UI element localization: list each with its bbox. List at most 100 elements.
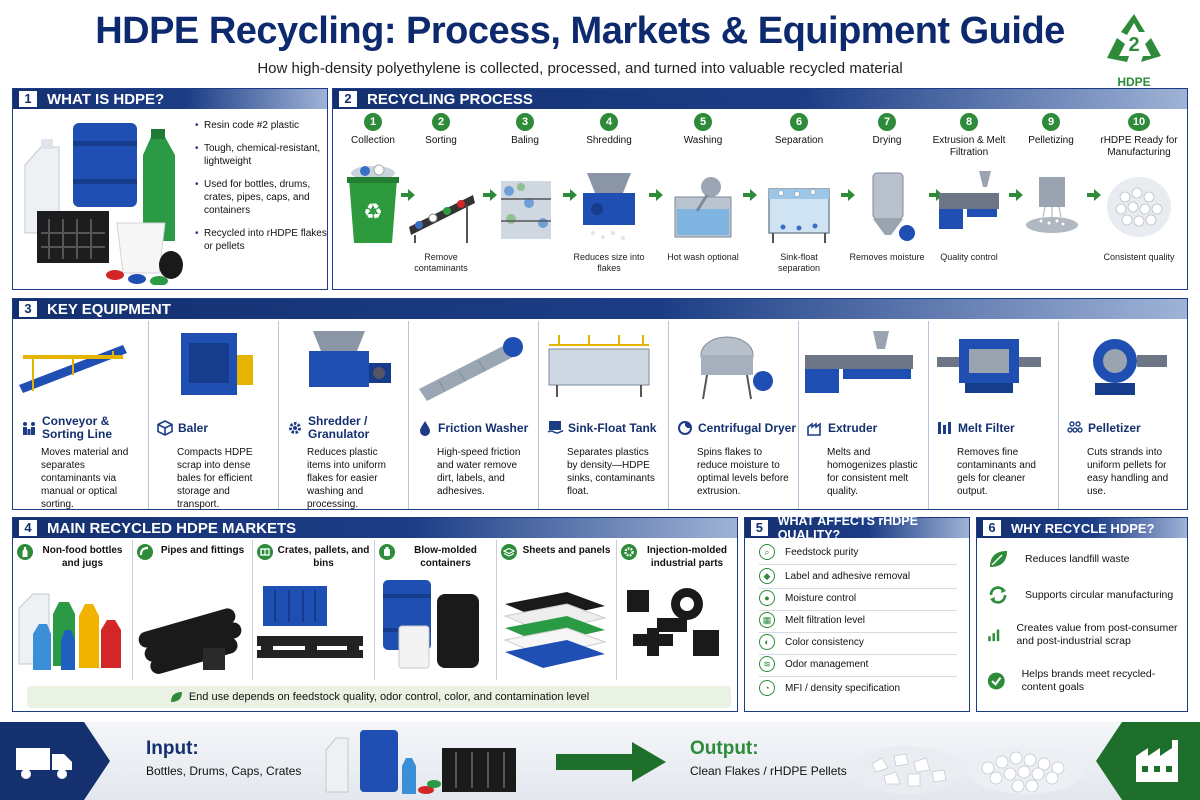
- container-icon: [379, 544, 395, 560]
- process-step-shredding: 4 Shredding Reduces size into flakes: [571, 113, 647, 274]
- rhdpe-pellets-image: [1107, 177, 1171, 237]
- arrow-right-icon: [1009, 189, 1023, 201]
- step-number: 9: [1042, 113, 1060, 131]
- section-number: 2: [339, 91, 357, 107]
- logo-label: HDPE: [1117, 75, 1151, 89]
- equipment-desc: Removes fine contaminants and gels for c…: [957, 447, 1036, 497]
- section-heading: KEY EQUIPMENT: [47, 300, 171, 318]
- process-step-sorting: 2 Sorting Remove contaminants: [403, 113, 479, 274]
- page-subtitle: How high-density polyethylene is collect…: [257, 60, 903, 77]
- pipes-fittings-image: [138, 608, 242, 674]
- process-step-baling: 3 Baling: [487, 113, 563, 252]
- step-number: 2: [432, 113, 450, 131]
- section-header: 6 WHY RECYCLE HDPE?: [977, 518, 1187, 538]
- conveyor-line-image: [19, 345, 127, 393]
- market-blow-molded: Blow-molded containers: [375, 540, 497, 680]
- arrow-right-icon: [563, 189, 577, 201]
- sheets-panels-image: [503, 592, 607, 668]
- section-heading: WHAT IS HDPE?: [47, 90, 165, 108]
- section-markets: 4 MAIN RECYCLED HDPE MARKETS Non-food bo…: [12, 517, 738, 712]
- step-number: 3: [516, 113, 534, 131]
- process-step-rhdpe-ready: 10 rHDPE Ready for Manufacturing Consist…: [1095, 113, 1183, 263]
- equipment-desc: Moves material and separates contaminant…: [41, 447, 129, 510]
- list-item: Resin code #2 plastic: [195, 119, 333, 132]
- market-injection-molded: Injection-molded industrial parts: [617, 540, 737, 680]
- hdpe-recycle-logo: 2 HDPE: [1098, 8, 1170, 89]
- sink-float-tank-image: [768, 188, 830, 243]
- arrow-right-icon: [401, 189, 415, 201]
- gear-icon: [621, 544, 637, 560]
- step-name: Shredding: [586, 135, 632, 146]
- melt-filter-image: [937, 339, 1041, 393]
- market-name: Non-food bottles and jugs: [13, 540, 132, 574]
- shredder-granulator-image: [309, 331, 391, 387]
- shredder-image: [583, 173, 635, 240]
- output-arrow-banner: [1096, 722, 1200, 800]
- quality-item: ◐Color consistency: [759, 634, 959, 650]
- input-materials-image: [325, 730, 516, 794]
- section-header: 2 RECYCLING PROCESS: [333, 89, 1187, 109]
- input-arrow-banner: [0, 722, 110, 800]
- arrow-right-icon: [1087, 189, 1101, 201]
- section-heading: MAIN RECYCLED HDPE MARKETS: [47, 519, 297, 537]
- equipment-desc: Compacts HDPE scrap into dense bales for…: [177, 447, 253, 510]
- bottles-jugs-image: [18, 593, 121, 670]
- process-step-collection: 1 Collection ♻: [335, 113, 411, 252]
- step-name: Pelletizing: [1028, 135, 1074, 146]
- process-step-washing: 5 Washing Hot wash optional: [665, 113, 741, 263]
- market-crates: Crates, pallets, and bins: [253, 540, 375, 680]
- quality-item: ≋Odor management: [759, 656, 959, 672]
- section-number: 6: [983, 520, 1001, 536]
- sorting-conveyor-image: [409, 195, 475, 243]
- odor-waves-icon: ≋: [759, 656, 775, 672]
- factory-icon: [807, 422, 821, 436]
- equipment-conveyor: Conveyor & Sorting Line Moves material a…: [13, 321, 149, 510]
- equipment-name: Baler: [149, 414, 278, 442]
- magnifier-icon: ⌕: [759, 544, 775, 560]
- input-output-bar: Input: Bottles, Drums, Caps, Crates Outp…: [0, 722, 1200, 800]
- arrow-right-icon: [483, 189, 497, 201]
- leaf-icon: [170, 692, 182, 702]
- truck-icon: [16, 748, 72, 779]
- market-name: Crates, pallets, and bins: [253, 540, 374, 574]
- waves-icon: [547, 421, 563, 434]
- tag-icon: ◆: [759, 568, 775, 584]
- market-pipes: Pipes and fittings: [133, 540, 253, 680]
- arrow-right-icon: [841, 189, 855, 201]
- quality-item: ▦Melt filtration level: [759, 612, 959, 628]
- equipment-desc: Reduces plastic items into uniform flake…: [307, 447, 386, 510]
- section-quality-factors: 5 WHAT AFFECTS rHDPE QUALITY? ⌕Feedstock…: [744, 514, 970, 712]
- step-number: 1: [364, 113, 382, 131]
- section-key-equipment: 3 KEY EQUIPMENT Conveyor & Sorting Line …: [12, 298, 1188, 510]
- quality-item: ◆Label and adhesive removal: [759, 568, 959, 584]
- equipment-name: Sink-Float Tank: [539, 414, 668, 442]
- equipment-desc: Spins flakes to reduce moisture to optim…: [697, 447, 789, 497]
- recycle-triangle-icon: 2: [1107, 14, 1161, 62]
- quality-item: ◔MFI / density specification: [759, 680, 959, 696]
- section-why-recycle: 6 WHY RECYCLE HDPE? Reduces landfill was…: [976, 517, 1188, 712]
- spin-icon: [678, 421, 692, 435]
- section-number: 4: [19, 520, 37, 536]
- equipment-friction-washer: Friction Washer High-speed friction and …: [409, 321, 539, 509]
- step-name: Washing: [683, 135, 723, 146]
- step-number: 6: [790, 113, 808, 131]
- equipment-name: Pelletizer: [1059, 414, 1187, 442]
- list-item: Recycled into rHDPE flakes or pellets: [195, 227, 333, 253]
- washing-tank-image: [674, 177, 732, 238]
- section-heading: RECYCLING PROCESS: [367, 90, 533, 108]
- equipment-name: Melt Filter: [929, 414, 1058, 442]
- equipment-desc: High-speed friction and water remove dir…: [437, 447, 521, 497]
- section-heading: WHAT AFFECTS rHDPE QUALITY?: [777, 514, 918, 542]
- market-sheets: Sheets and panels: [497, 540, 617, 680]
- pelletizer-image: [1026, 177, 1078, 233]
- list-item: Tough, chemical-resistant, lightweight: [195, 142, 333, 168]
- step-note: Quality control: [940, 252, 998, 262]
- pellets-icon: [1067, 421, 1083, 433]
- equipment-name: Extruder: [799, 414, 928, 442]
- step-name: Baling: [511, 135, 539, 146]
- equipment-desc: Cuts strands into uniform pellets for ea…: [1087, 447, 1169, 497]
- process-step-drying: 7 Drying Removes moisture: [849, 113, 925, 263]
- step-name: Collection: [351, 135, 395, 146]
- section-header: 4 MAIN RECYCLED HDPE MARKETS: [13, 518, 737, 538]
- market-name: Blow-molded containers: [375, 540, 496, 574]
